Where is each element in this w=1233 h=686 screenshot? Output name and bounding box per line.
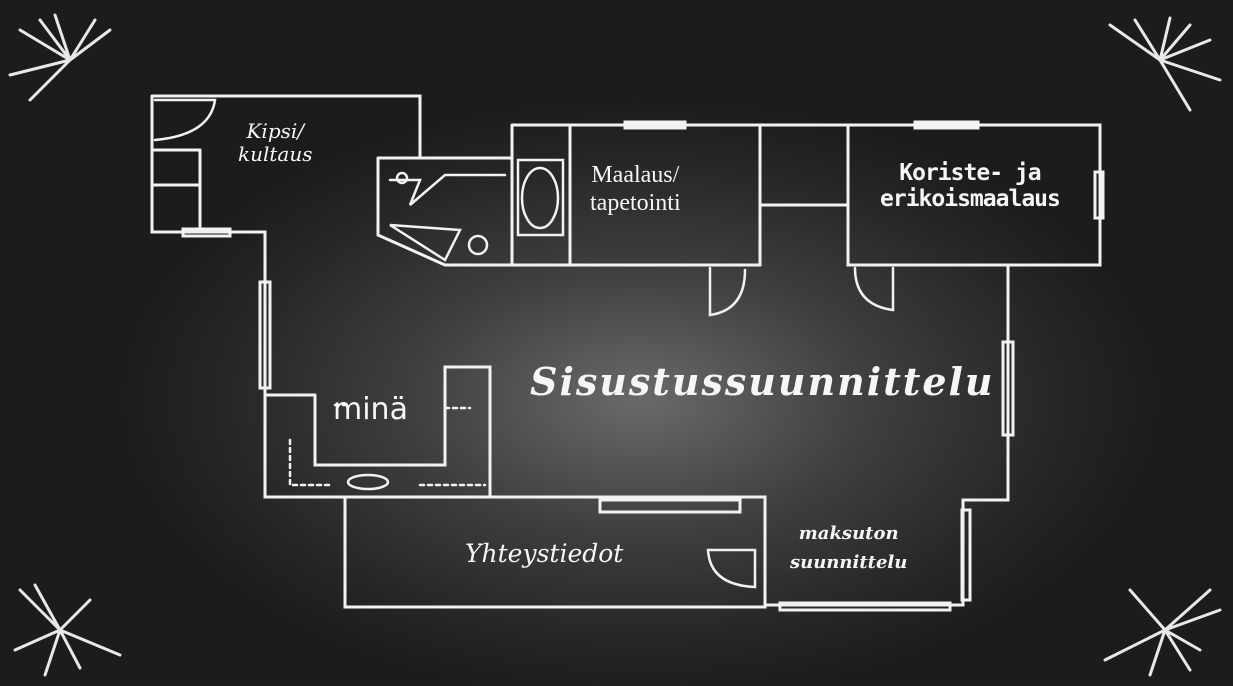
- kipsi-line2: kultaus: [238, 142, 313, 166]
- walls: [150, 94, 1105, 612]
- room-link-mina[interactable]: minä: [333, 392, 408, 427]
- room-link-sisustussuunnittelu[interactable]: Sisustussuunnittelu: [530, 359, 995, 404]
- kipsi-line1: Kipsi/: [246, 119, 305, 143]
- room-link-yhteystiedot[interactable]: Yhteystiedot: [465, 539, 624, 568]
- koriste-line1: Koriste- ja: [899, 160, 1041, 186]
- fixtures: [153, 98, 895, 589]
- room-link-maalaus-tapetointi[interactable]: Maalaus/ tapetointi: [590, 162, 681, 217]
- room-link-maksuton-suunnittelu[interactable]: maksuton suunnittelu: [790, 520, 907, 578]
- room-link-kipsi-kultaus[interactable]: Kipsi/ kultaus: [238, 120, 313, 166]
- corner-decorations: [8, 13, 1222, 677]
- room-link-koriste-erikoismaalaus[interactable]: Koriste- ja erikoismaalaus: [880, 160, 1061, 213]
- maksuton-line2: suunnittelu: [790, 551, 908, 573]
- maksuton-line1: maksuton: [798, 523, 899, 544]
- maalaus-line2: tapetointi: [590, 189, 681, 216]
- maalaus-line1: Maalaus/: [591, 162, 680, 188]
- koriste-line2: erikoismaalaus: [880, 186, 1061, 213]
